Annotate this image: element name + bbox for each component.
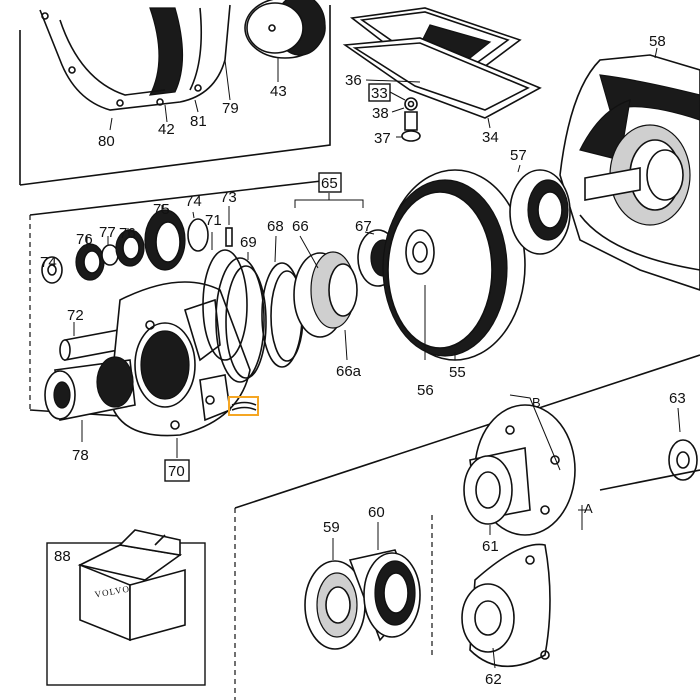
box-33 [368,83,391,102]
transmission-housing [39,4,231,131]
label-63: 63 [669,390,686,407]
label-58: 58 [649,33,666,50]
box-70 [164,459,190,482]
highlighted-part-marker [228,396,259,416]
pin-73 [225,206,233,247]
planet-carrier-70 [109,281,251,458]
highlight-box [228,396,259,416]
label-59: 59 [323,519,340,536]
flange-61 [463,394,586,536]
section-border-mid-top [29,179,331,216]
label-42: 42 [158,121,175,138]
label-76-left: 76 [76,231,93,248]
label-55: 55 [449,364,466,381]
gear-cluster-76-77-75 [75,205,209,281]
label-79: 79 [222,100,239,117]
ring-gear-55 [382,169,526,361]
label-38: 38 [372,105,389,122]
label-77: 77 [99,224,116,241]
label-dim-b: B [532,395,541,410]
washer-63 [668,407,698,481]
label-88: 88 [54,548,71,565]
label-73: 73 [220,189,237,206]
bearing-59-60 [304,522,421,650]
section-border-lower-right [599,469,700,491]
cover-plate-assembly [342,7,542,142]
label-70: 70 [168,463,185,480]
label-78: 78 [72,447,89,464]
label-33: 33 [371,85,388,102]
label-43: 43 [270,83,287,100]
bell-housing-58 [559,47,700,291]
label-66a: 66a [336,363,362,380]
label-dim-a: A [584,501,593,516]
label-60: 60 [368,504,385,521]
section-border-lower-top [234,354,700,509]
label-74-left: 74 [40,254,57,271]
label-81: 81 [190,113,207,130]
label-36: 36 [345,72,362,89]
label-68: 68 [267,218,284,235]
label-74-top: 74 [185,193,202,210]
label-75: 75 [153,201,170,218]
bearing-57 [509,164,571,255]
label-37: 37 [374,130,391,147]
label-57: 57 [510,147,527,164]
label-71: 71 [205,212,222,229]
cover-flange-43 [244,0,326,82]
label-65: 65 [321,175,338,192]
label-76-right: 76 [119,225,136,242]
section-border-top [19,5,331,186]
label-80: 80 [98,133,115,150]
label-66: 66 [292,218,309,235]
washer-74-left [41,256,63,284]
spline-shaft-78 [44,356,136,442]
flange-62 [461,543,551,669]
box-65 [318,172,342,193]
kit-box-88 [46,529,206,686]
label-56: 56 [417,382,434,399]
part-labels: 80 42 81 79 43 36 33 38 37 34 58 65 76 7… [40,33,686,688]
label-61: 61 [482,538,499,555]
label-67: 67 [355,218,372,235]
label-69: 69 [240,234,257,251]
label-72: 72 [67,307,84,324]
label-34: 34 [482,129,499,146]
label-62: 62 [485,671,502,688]
